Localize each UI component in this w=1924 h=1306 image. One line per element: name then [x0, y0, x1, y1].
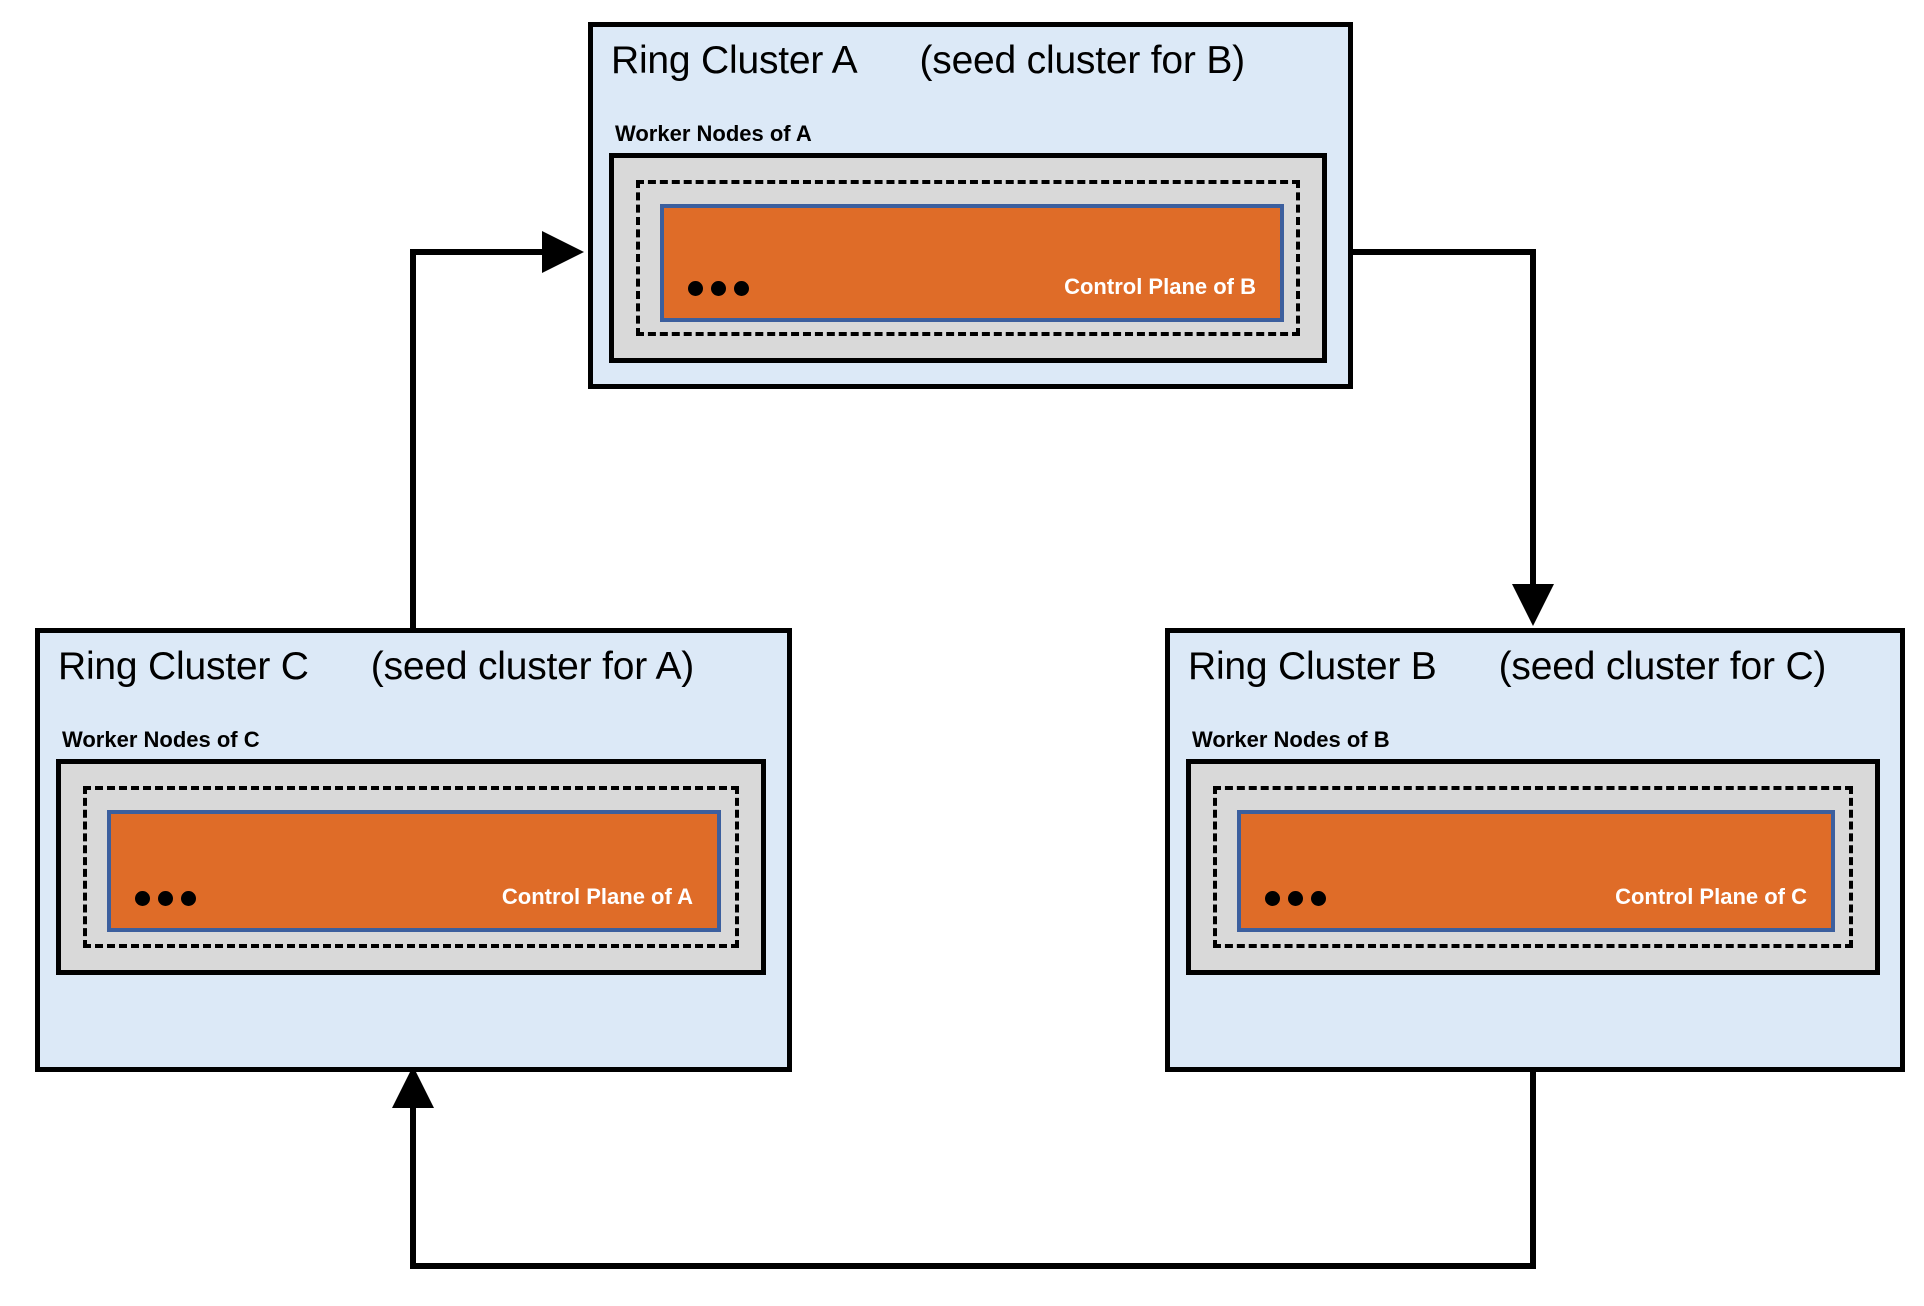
- cluster-c-control-plane[interactable]: Control Plane of A: [107, 810, 721, 932]
- cluster-b-seed-role: (seed cluster for C): [1498, 645, 1827, 688]
- cluster-a-worker-box[interactable]: Control Plane of B: [609, 153, 1327, 363]
- cluster-c-control-plane-ellipsis: [135, 891, 196, 906]
- cluster-c-seed-role: (seed cluster for A): [370, 645, 695, 688]
- cluster-a-control-plane[interactable]: Control Plane of B: [660, 204, 1284, 322]
- cluster-b-control-plane-label: Control Plane of C: [1615, 884, 1807, 909]
- cluster-a-control-plane-label: Control Plane of B: [1064, 274, 1256, 299]
- cluster-b-title: Ring Cluster B (seed cluster for C): [1188, 645, 1826, 689]
- cluster-b-control-plane-ellipsis: [1265, 891, 1326, 906]
- cluster-b-control-plane[interactable]: Control Plane of C: [1237, 810, 1835, 932]
- cluster-a-node-pool-boundary: [636, 180, 1300, 336]
- cluster-a-title: Ring Cluster A (seed cluster for B): [611, 39, 1245, 83]
- cluster-c-title: Ring Cluster C (seed cluster for A): [58, 645, 694, 689]
- cluster-a-name: Ring Cluster A: [611, 39, 858, 82]
- cluster-b-worker-box[interactable]: Control Plane of C: [1186, 759, 1880, 975]
- cluster-b-worker-label: Worker Nodes of B: [1192, 727, 1390, 752]
- arrow-a-to-b: [1352, 249, 1554, 626]
- cluster-a-worker-label: Worker Nodes of A: [615, 121, 812, 146]
- cluster-b-name: Ring Cluster B: [1188, 645, 1437, 688]
- cluster-a-seed-role: (seed cluster for B): [919, 39, 1245, 82]
- cluster-c-worker-box[interactable]: Control Plane of A: [56, 759, 766, 975]
- cluster-c-worker-label: Worker Nodes of C: [62, 727, 260, 752]
- cluster-b[interactable]: Ring Cluster B (seed cluster for C) Work…: [1165, 628, 1905, 1072]
- cluster-c[interactable]: Ring Cluster C (seed cluster for A) Work…: [35, 628, 792, 1072]
- cluster-a-control-plane-ellipsis: [688, 281, 749, 296]
- cluster-a[interactable]: Ring Cluster A (seed cluster for B) Work…: [588, 22, 1353, 389]
- cluster-c-name: Ring Cluster C: [58, 645, 309, 688]
- cluster-c-control-plane-label: Control Plane of A: [501, 884, 693, 909]
- arrow-c-to-a: [410, 231, 584, 628]
